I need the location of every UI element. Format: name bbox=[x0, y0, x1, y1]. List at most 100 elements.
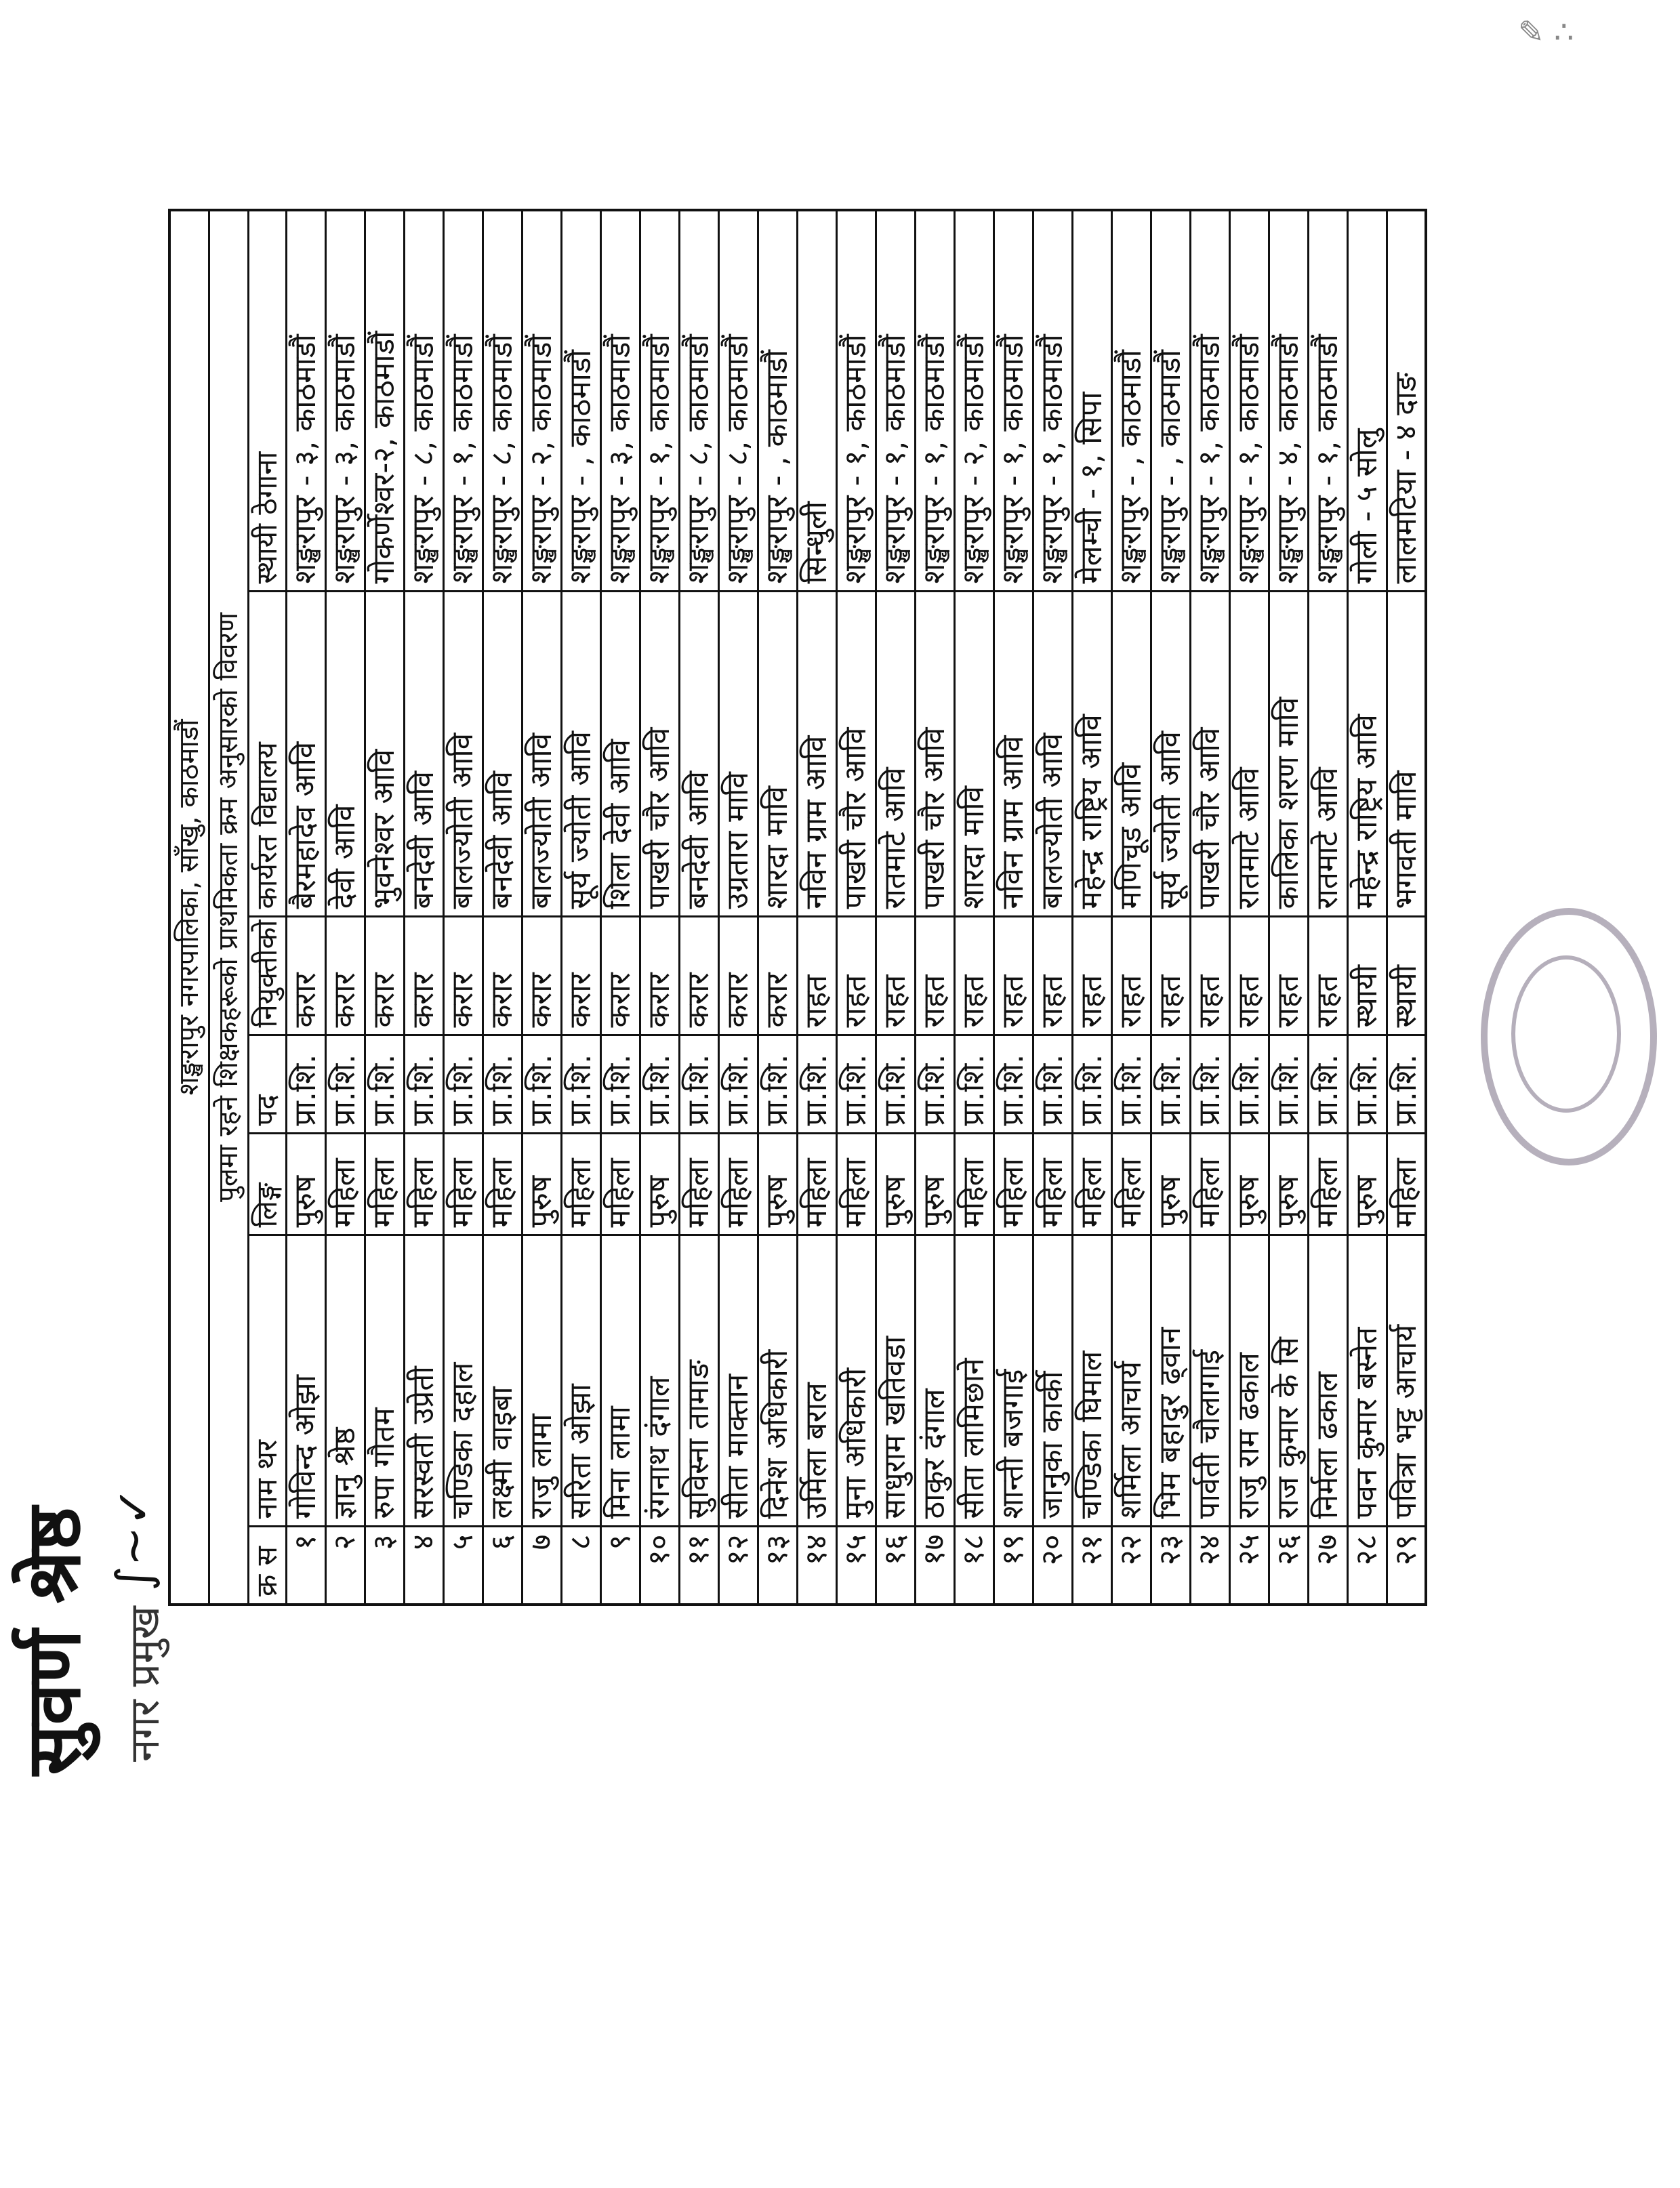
post-cell: प्रा.शि. bbox=[561, 1035, 600, 1134]
post-cell: प्रा.शि. bbox=[718, 1035, 758, 1134]
name-cell: पवन कुमार बस्नेत bbox=[1347, 1235, 1387, 1527]
teacher-priority-table-container: शङ्खरापुर नगरपालिका, साँखु, काठमाडौं पुल… bbox=[168, 208, 1427, 1606]
appointment-cell: करार bbox=[758, 917, 797, 1035]
address-cell: शङ्खरापुर - ८, काठमाडौं bbox=[679, 209, 718, 592]
school-cell: मणिचूड आवि bbox=[1111, 592, 1151, 917]
name-cell: ठाकुर दंगाल bbox=[915, 1235, 954, 1527]
address-cell: शङ्खरापुर - ३, काठमाडौं bbox=[286, 209, 325, 592]
gender-cell: पुरुष bbox=[1347, 1134, 1387, 1235]
post-cell: प्रा.शि. bbox=[1229, 1035, 1269, 1134]
post-cell: प्रा.शि. bbox=[993, 1035, 1033, 1134]
serial-cell: २१ bbox=[1072, 1527, 1111, 1605]
serial-cell: २३ bbox=[1151, 1527, 1190, 1605]
post-cell: प्रा.शि. bbox=[679, 1035, 718, 1134]
serial-cell: २४ bbox=[1190, 1527, 1229, 1605]
serial-cell: २९ bbox=[1387, 1527, 1426, 1605]
address-cell: शङ्खरापुर - ८, काठमाडौं bbox=[404, 209, 443, 592]
serial-cell: १६ bbox=[876, 1527, 915, 1605]
gender-cell: पुरुष bbox=[1229, 1134, 1269, 1235]
name-cell: सरिता ओझा bbox=[561, 1235, 600, 1527]
gender-cell: महिला bbox=[1033, 1134, 1072, 1235]
name-cell: रुपा गौतम bbox=[365, 1235, 404, 1527]
gender-cell: महिला bbox=[1387, 1134, 1426, 1235]
address-cell: शङ्खरापुर - , काठमाडौं bbox=[1151, 209, 1190, 592]
address-cell: शङ्खरापुर - , काठमाडौं bbox=[561, 209, 600, 592]
header-gender: लिङ्ग bbox=[248, 1134, 286, 1235]
name-cell: पवित्रा भट्ट आचार्य bbox=[1387, 1235, 1426, 1527]
school-cell: उग्रतारा मावि bbox=[718, 592, 758, 917]
school-cell: नविन ग्राम आवि bbox=[797, 592, 836, 917]
serial-cell: ५ bbox=[443, 1527, 483, 1605]
header-serial: क्र स bbox=[248, 1527, 286, 1605]
address-cell: शङ्खरापुर - १, काठमाडौं bbox=[1308, 209, 1347, 592]
gender-cell: महिला bbox=[1072, 1134, 1111, 1235]
school-cell: कालिका शरण मावि bbox=[1269, 592, 1308, 917]
address-cell: शङ्खरापुर - २, काठमाडौं bbox=[522, 209, 561, 592]
school-cell: सूर्य ज्योती आवि bbox=[1151, 592, 1190, 917]
appointment-cell: करार bbox=[483, 917, 522, 1035]
name-cell: चण्डिका दहाल bbox=[443, 1235, 483, 1527]
appointment-cell: करार bbox=[679, 917, 718, 1035]
serial-cell: २० bbox=[1033, 1527, 1072, 1605]
school-cell: नविन ग्राम आवि bbox=[993, 592, 1033, 917]
post-cell: प्रा.शि. bbox=[286, 1035, 325, 1134]
name-cell: जानुका कार्की bbox=[1033, 1235, 1072, 1527]
serial-cell: १४ bbox=[797, 1527, 836, 1605]
post-cell: प्रा.शि. bbox=[1308, 1035, 1347, 1134]
serial-cell: ६ bbox=[483, 1527, 522, 1605]
gender-cell: महिला bbox=[1308, 1134, 1347, 1235]
address-cell: शङ्खरापुर - ३, काठमाडौं bbox=[600, 209, 640, 592]
post-cell: प्रा.शि. bbox=[404, 1035, 443, 1134]
post-cell: प्रा.शि. bbox=[365, 1035, 404, 1134]
school-cell: शारदा मावि bbox=[758, 592, 797, 917]
address-cell: शङ्खरापुर - , काठमाडौं bbox=[1111, 209, 1151, 592]
appointment-cell: राहत bbox=[1033, 917, 1072, 1035]
serial-cell: १५ bbox=[836, 1527, 876, 1605]
appointment-cell: राहत bbox=[1072, 917, 1111, 1035]
name-cell: ज्ञानु श्रेष्ठ bbox=[325, 1235, 365, 1527]
post-cell: प्रा.शि. bbox=[325, 1035, 365, 1134]
serial-cell: १३ bbox=[758, 1527, 797, 1605]
gender-cell: पुरुष bbox=[286, 1134, 325, 1235]
serial-cell: ७ bbox=[522, 1527, 561, 1605]
teacher-priority-table: शङ्खरापुर नगरपालिका, साँखु, काठमाडौं पुल… bbox=[168, 208, 1427, 1606]
name-cell: चण्डिका घिमाल bbox=[1072, 1235, 1111, 1527]
header-name: नाम थर bbox=[248, 1235, 286, 1527]
appointment-cell: राहत bbox=[1190, 917, 1229, 1035]
gender-cell: महिला bbox=[365, 1134, 404, 1235]
address-cell: शङ्खरापुर - १, काठमाडौं bbox=[640, 209, 679, 592]
serial-cell: २८ bbox=[1347, 1527, 1387, 1605]
name-cell: राजु राम ढकाल bbox=[1229, 1235, 1269, 1527]
school-cell: बनदेवी आवि bbox=[483, 592, 522, 917]
post-cell: प्रा.शि. bbox=[600, 1035, 640, 1134]
gender-cell: महिला bbox=[836, 1134, 876, 1235]
appointment-cell: राहत bbox=[1308, 917, 1347, 1035]
school-cell: महेन्द्र राष्ट्रिय आवि bbox=[1072, 592, 1111, 917]
header-post: पद bbox=[248, 1035, 286, 1134]
gender-cell: महिला bbox=[718, 1134, 758, 1235]
school-cell: बैरमहादेव आवि bbox=[286, 592, 325, 917]
post-cell: प्रा.शि. bbox=[1190, 1035, 1229, 1134]
document-title: शङ्खरापुर नगरपालिका, साँखु, काठमाडौं bbox=[169, 209, 209, 1605]
gender-cell: पुरुष bbox=[1269, 1134, 1308, 1235]
appointment-cell: करार bbox=[640, 917, 679, 1035]
post-cell: प्रा.शि. bbox=[1072, 1035, 1111, 1134]
handwritten-signature: ∫~✓ bbox=[105, 1487, 161, 1591]
appointment-cell: करार bbox=[325, 917, 365, 1035]
